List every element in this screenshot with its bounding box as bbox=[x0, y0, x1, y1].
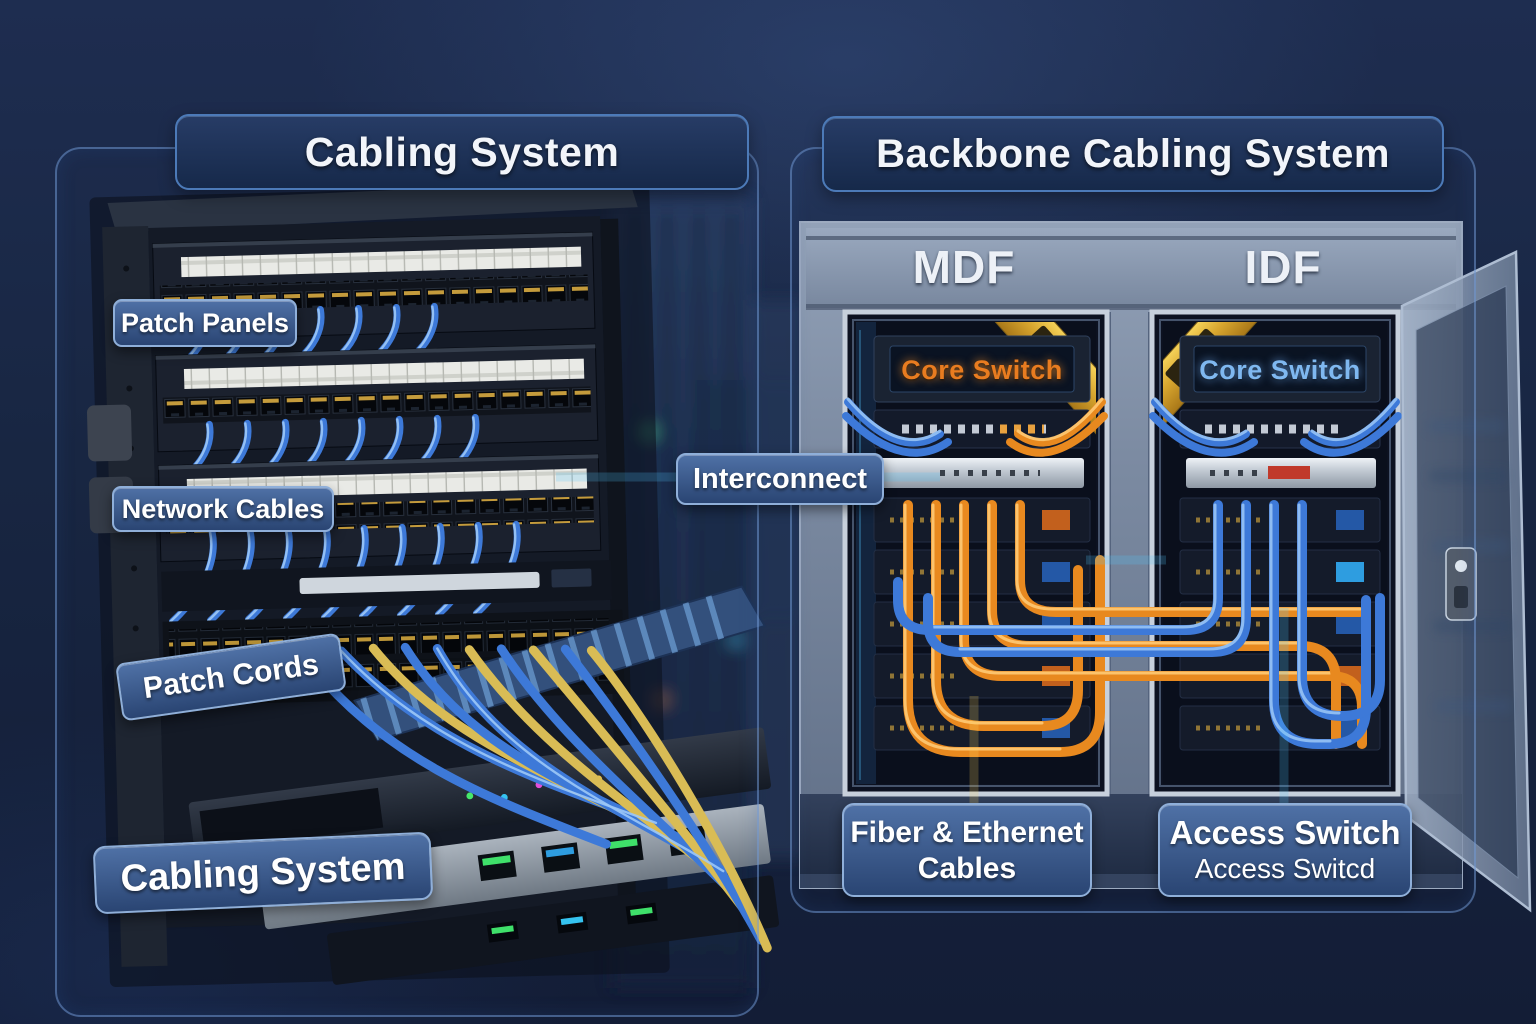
fiber-ethernet-line1: Fiber & Ethernet bbox=[850, 815, 1084, 849]
idf-heading-text: IDF bbox=[1244, 241, 1322, 293]
right-panel-frame bbox=[790, 147, 1476, 913]
mdf-heading-text: MDF bbox=[912, 241, 1016, 293]
mdf-core-switch-text: Core Switch bbox=[901, 354, 1063, 385]
idf-heading: IDF bbox=[1218, 238, 1348, 296]
fiber-cables-orange bbox=[903, 500, 1367, 757]
mdf-heading: MDF bbox=[898, 238, 1030, 296]
right-title-text: Backbone Cabling System bbox=[876, 131, 1390, 176]
fiber-ethernet-label: Fiber & Ethernet Cables bbox=[842, 803, 1092, 897]
door-lock bbox=[1445, 547, 1477, 621]
patch-panels-label: Patch Panels bbox=[113, 299, 297, 347]
mdf-core-switch-label: Core Switch bbox=[892, 350, 1072, 390]
access-switch-line1: Access Switch bbox=[1169, 813, 1401, 851]
ethernet-cables-blue bbox=[893, 500, 1385, 749]
fiber-ethernet-line2: Cables bbox=[917, 851, 1017, 885]
patch-cords-bundle bbox=[296, 642, 772, 953]
access-switch-label: Access Switch Access Switcd bbox=[1158, 803, 1412, 897]
interconnect-line bbox=[556, 472, 1166, 565]
interconnect-text: Interconnect bbox=[692, 462, 868, 495]
network-cables-label: Network Cables bbox=[112, 486, 334, 532]
idf-core-switch-label: Core Switch bbox=[1196, 350, 1364, 390]
switch-unit bbox=[161, 558, 613, 612]
left-panel-title: Cabling System bbox=[175, 114, 749, 190]
patch-cords-text: Patch Cords bbox=[141, 647, 321, 706]
patch-panels-text: Patch Panels bbox=[120, 307, 290, 338]
right-panel-title: Backbone Cabling System bbox=[822, 116, 1444, 192]
access-switch-line2: Access Switcd bbox=[1194, 853, 1376, 885]
network-cables-text: Network Cables bbox=[121, 493, 325, 524]
glass-door bbox=[1400, 250, 1532, 913]
idf-core-switch-text: Core Switch bbox=[1199, 354, 1361, 385]
left-title-text: Cabling System bbox=[304, 128, 620, 175]
interconnect-label: Interconnect bbox=[676, 453, 884, 505]
cabling-system-text: Cabling System bbox=[119, 845, 407, 900]
patch-panel-row-2 bbox=[155, 343, 599, 479]
